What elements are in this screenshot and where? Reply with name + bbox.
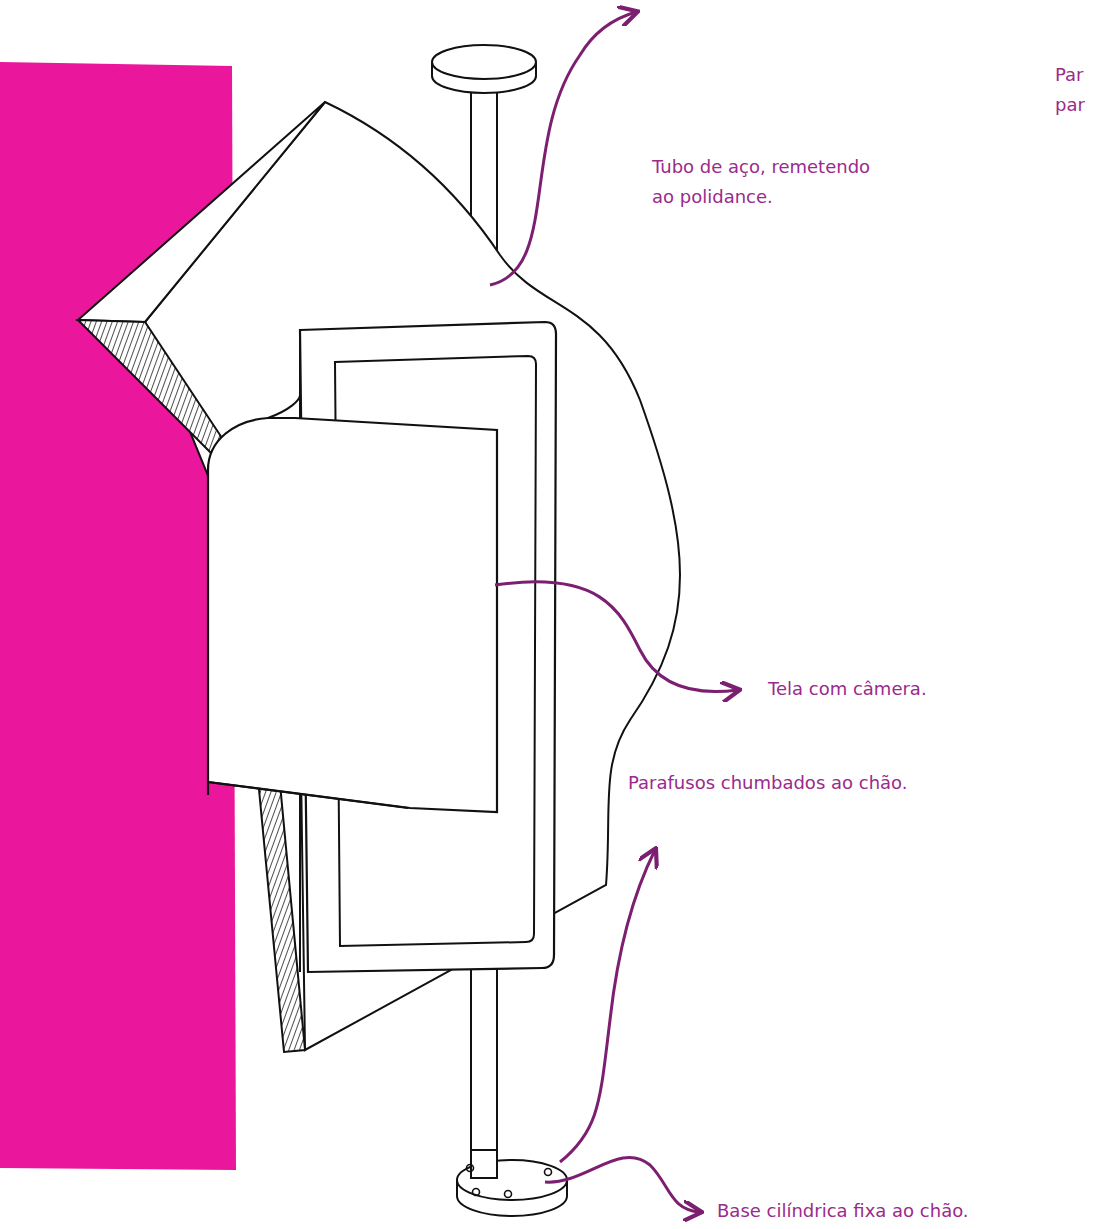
cover-edge xyxy=(268,395,300,418)
bolt xyxy=(473,1189,480,1196)
bolt xyxy=(545,1169,552,1176)
callout-label: Base cilíndrica fixa ao chão. xyxy=(717,1196,969,1226)
cut-note: Par par xyxy=(1055,60,1093,120)
leader-arrow xyxy=(495,582,738,692)
cover-bottom xyxy=(208,782,408,808)
leader-arrow xyxy=(490,12,636,285)
body-panel xyxy=(145,102,680,1050)
callout-label: Tubo de aço, remetendo ao polidance. xyxy=(652,152,880,212)
leader-arrow xyxy=(545,1157,700,1212)
pole-foot xyxy=(471,1150,497,1178)
callout-label: Tela com câmera. xyxy=(768,674,927,704)
curved-cover xyxy=(208,418,497,812)
bolt xyxy=(467,1165,474,1172)
bolt xyxy=(505,1191,512,1198)
top-disc-face xyxy=(432,45,536,79)
callout-label: Parafusos chumbados ao chão. xyxy=(628,768,908,798)
leader-arrow xyxy=(560,850,655,1162)
floor-base-face xyxy=(457,1160,567,1200)
top-bevel xyxy=(78,102,325,322)
